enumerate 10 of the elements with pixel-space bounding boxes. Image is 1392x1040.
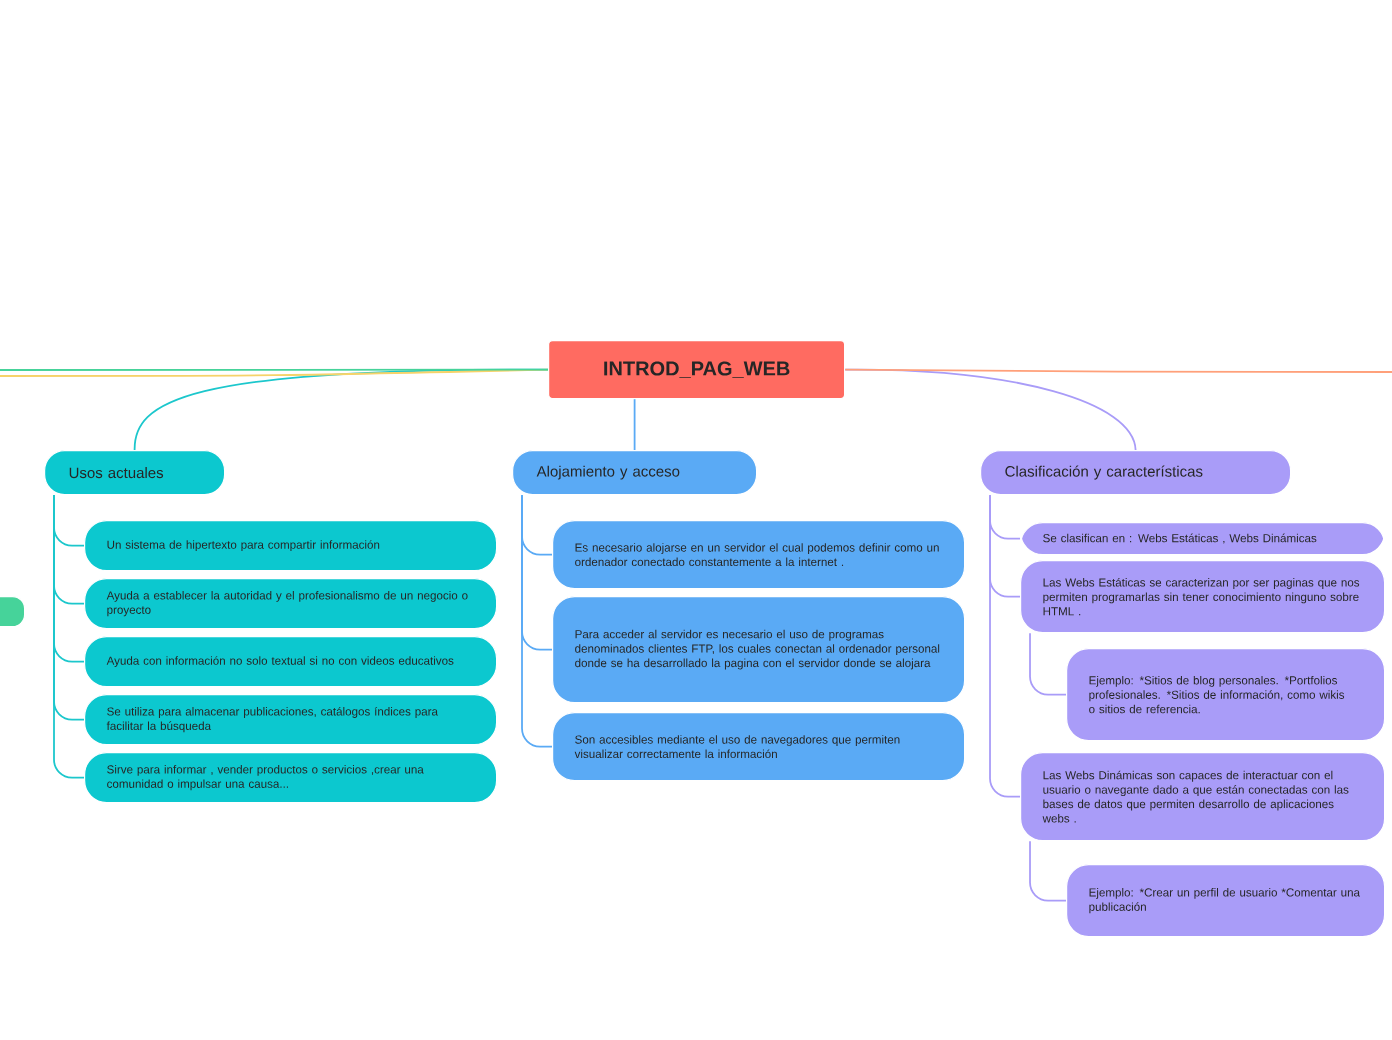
central-topic-box: INTROD_PAG_WEB bbox=[548, 340, 846, 400]
connector bbox=[53, 494, 85, 779]
connector bbox=[844, 368, 1392, 373]
topic-box bbox=[0, 596, 26, 628]
connector bbox=[0, 368, 549, 371]
connector bbox=[989, 494, 1021, 798]
connector bbox=[521, 494, 553, 748]
connector bbox=[1029, 632, 1067, 696]
connector bbox=[633, 398, 636, 451]
connector bbox=[1029, 840, 1067, 902]
